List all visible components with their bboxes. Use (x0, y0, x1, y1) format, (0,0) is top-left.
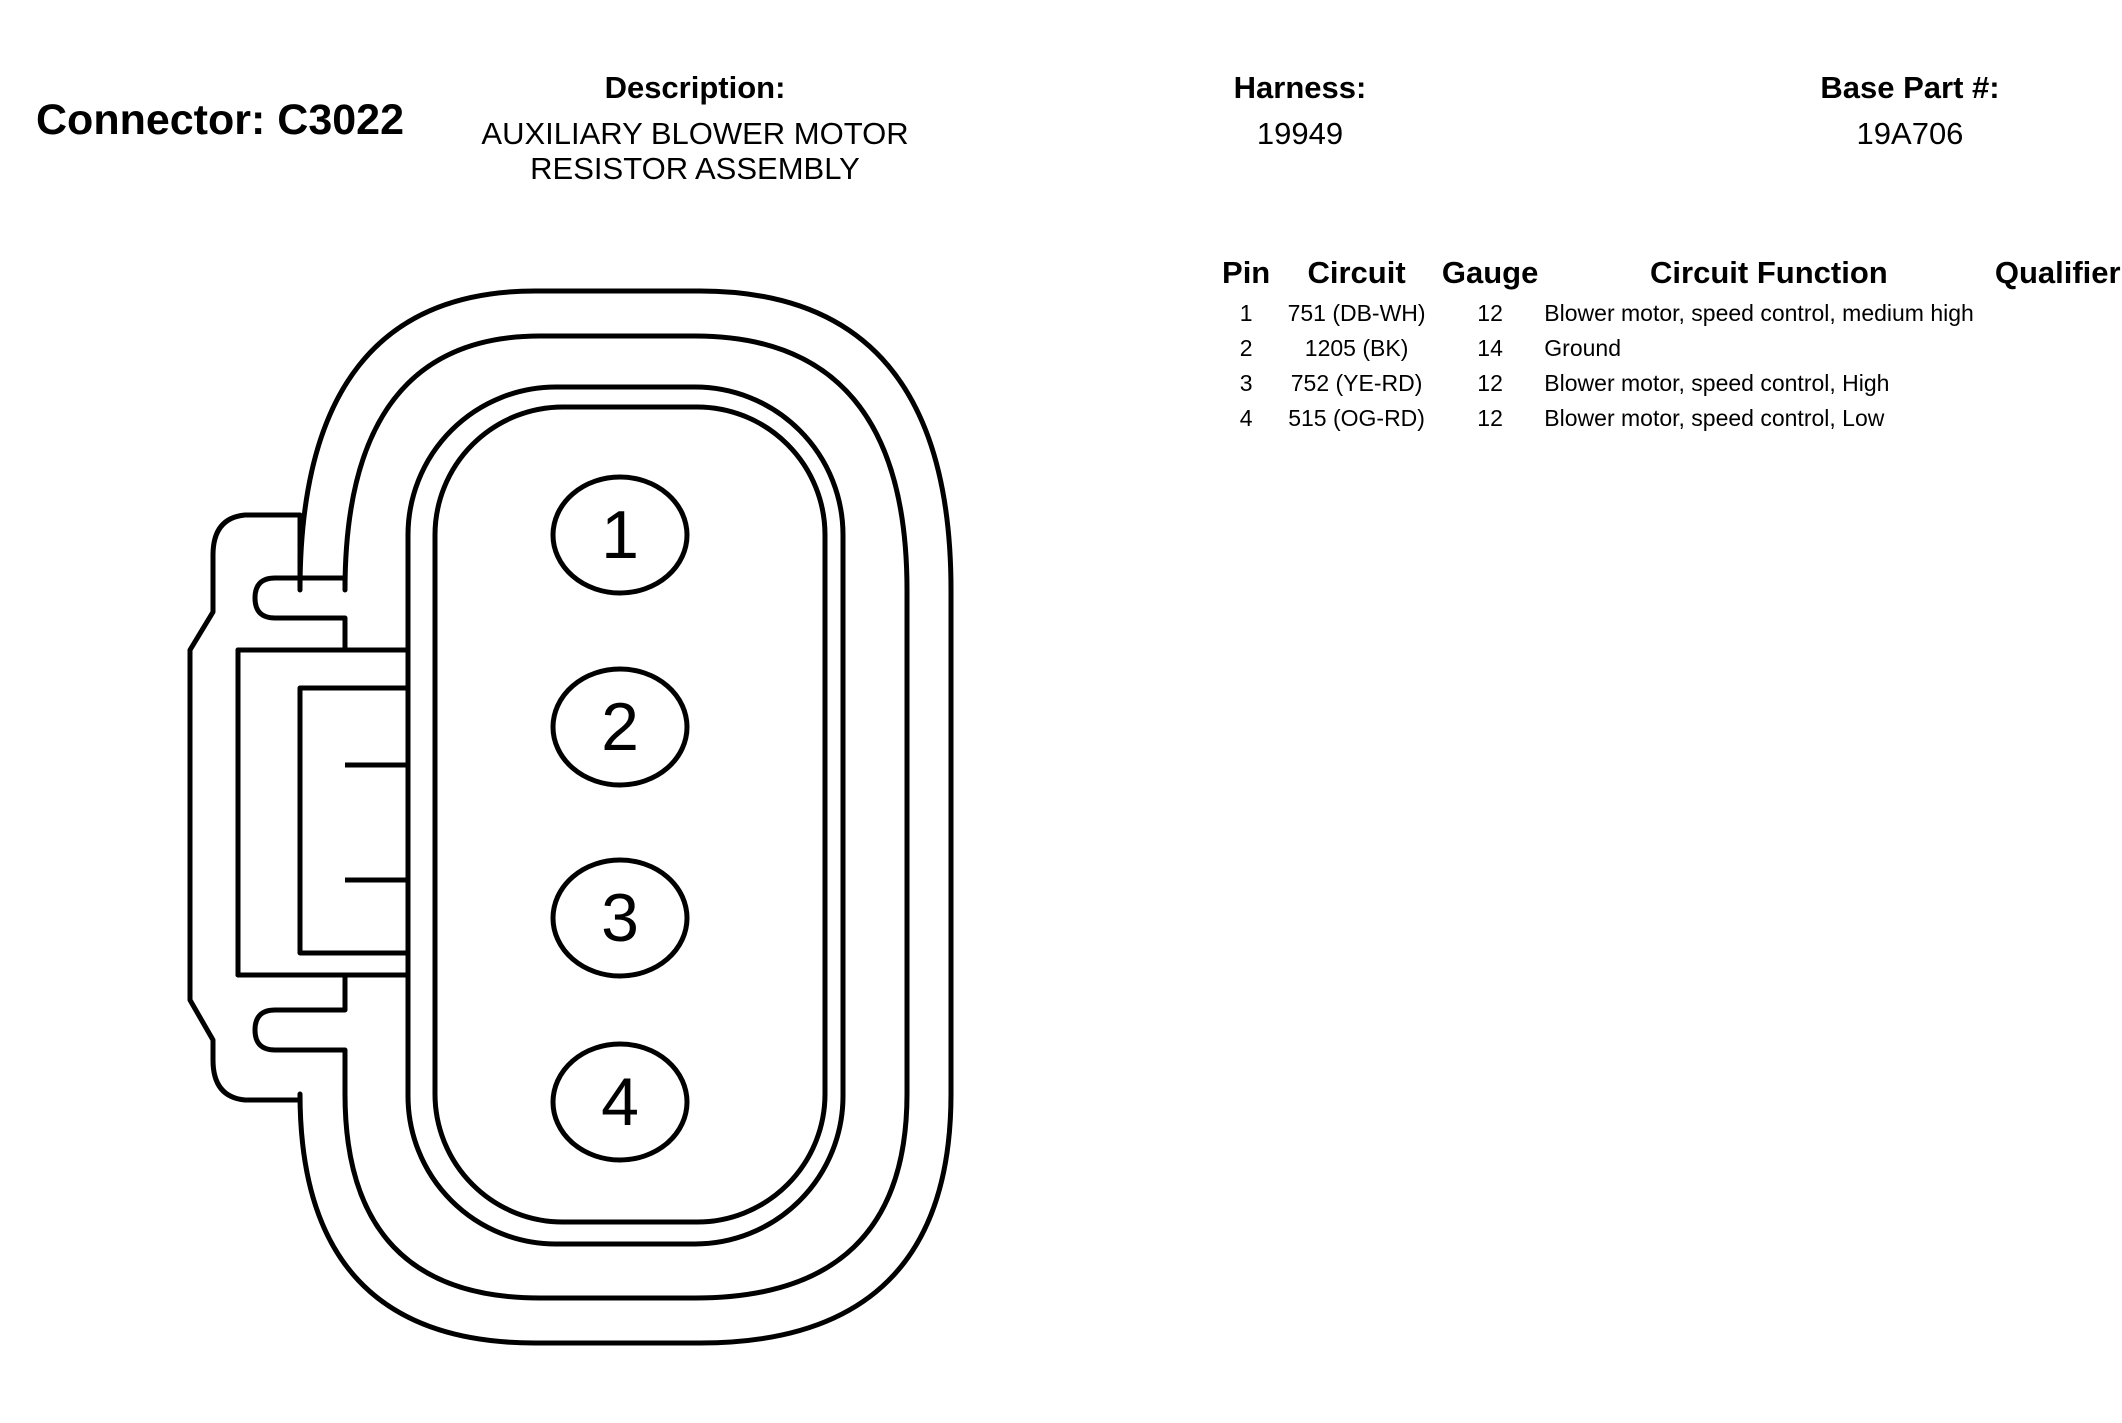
table-row: 2 1205 (BK) 14 Ground (1215, 331, 2122, 366)
row-circuit: 752 (YE-RD) (1290, 370, 1423, 396)
pin-3: 3 (550, 857, 690, 979)
description-block: Description: AUXILIARY BLOWER MOTOR RESI… (460, 70, 930, 186)
harness-value: 19949 (1256, 116, 1344, 151)
table-row: 3 752 (YE-RD) 12 Blower motor, speed con… (1215, 366, 2122, 401)
latch-inner-frame (297, 685, 411, 956)
row-pin: 2 (1239, 335, 1253, 361)
row-circuit: 1205 (BK) (1304, 335, 1409, 361)
latch-outer-frame (235, 647, 411, 978)
header-qualifier: Qualifier (1994, 255, 2121, 290)
harness-block: Harness: 19949 (1180, 70, 1420, 151)
row-circuit: 515 (OG-RD) (1288, 405, 1425, 431)
row-function: Ground (1544, 335, 1622, 361)
table-row: 1 751 (DB-WH) 12 Blower motor, speed con… (1215, 296, 2122, 331)
harness-label: Harness: (1233, 70, 1367, 105)
pin-table: Pin Circuit Gauge Circuit Function Quali… (1215, 250, 2122, 436)
description-label: Description: (604, 70, 786, 105)
row-gauge: 12 (1477, 370, 1503, 396)
pin-4-label: 4 (601, 1064, 639, 1140)
housing-outer (187, 288, 954, 1346)
pin-4: 4 (550, 1041, 690, 1163)
pin-1-label: 1 (601, 497, 639, 573)
header-circuit-function: Circuit Function (1650, 255, 1888, 290)
header-gauge: Gauge (1441, 255, 1539, 290)
pin-1-ring (550, 474, 690, 596)
pin-2-label: 2 (601, 689, 639, 765)
pin-table-header: Pin Circuit Gauge Circuit Function Quali… (1215, 250, 2122, 296)
description-line-2: RESISTOR ASSEMBLY (530, 151, 860, 186)
row-pin: 3 (1239, 370, 1253, 396)
pin-3-ring (550, 857, 690, 979)
table-row: 4 515 (OG-RD) 12 Blower motor, speed con… (1215, 401, 2122, 436)
row-pin: 4 (1239, 405, 1253, 431)
cavity-outer (405, 384, 846, 1247)
pin-4-ring (550, 1041, 690, 1163)
row-gauge: 12 (1477, 300, 1503, 326)
header-pin: Pin (1222, 255, 1271, 290)
connector-title: Connector: C3022 (36, 96, 404, 144)
row-function: Blower motor, speed control, medium high (1544, 300, 1974, 326)
pin-2-ring (550, 666, 690, 788)
pin-3-label: 3 (601, 880, 639, 956)
pin-2: 2 (550, 666, 690, 788)
description-line-1: AUXILIARY BLOWER MOTOR (481, 116, 909, 151)
header-circuit: Circuit (1307, 255, 1406, 290)
row-pin: 1 (1239, 300, 1253, 326)
row-function: Blower motor, speed control, High (1544, 370, 1890, 396)
base-part-block: Base Part #: 19A706 (1760, 70, 2060, 151)
row-circuit: 751 (DB-WH) (1287, 300, 1426, 326)
row-gauge: 12 (1477, 405, 1503, 431)
row-gauge: 14 (1477, 335, 1503, 361)
pin-1: 1 (550, 474, 690, 596)
base-part-value: 19A706 (1856, 116, 1964, 151)
cavity-inner (432, 404, 828, 1225)
base-part-label: Base Part #: (1820, 70, 2000, 105)
housing-inner-contour (235, 333, 910, 1301)
row-function: Blower motor, speed control, Low (1544, 405, 1885, 431)
